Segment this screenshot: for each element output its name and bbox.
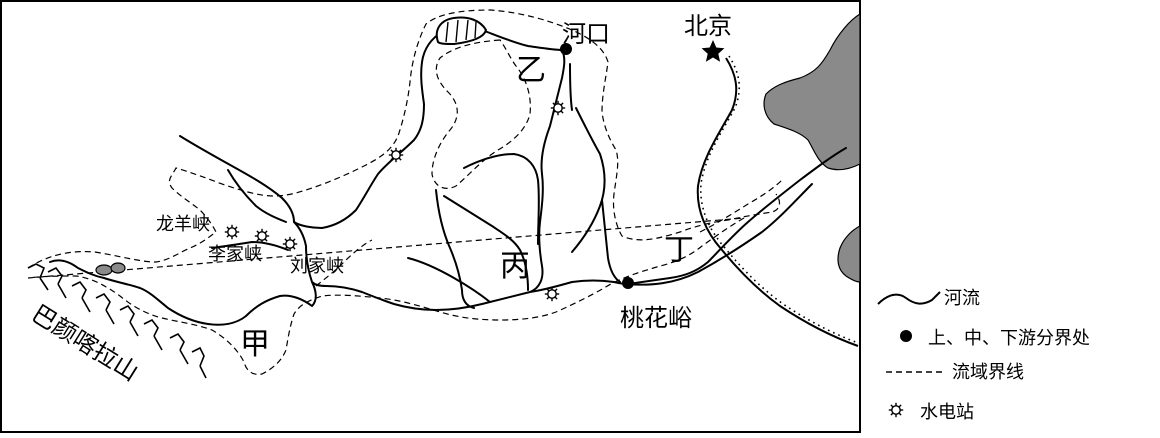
bayankala-mountain-symbols [27,263,207,379]
legend: 河流 上、中、下游分界处 流域界线 水电站 [877,288,1090,423]
label-longyangxia: 龙羊峡 [156,214,210,235]
main-river [49,26,847,326]
gear-icon [888,402,904,418]
legend-basin-label: 流域界线 [952,362,1024,383]
basin-boundary-inner [315,239,373,287]
hydro-station-wanjiazhai [550,100,566,116]
star-icon [701,40,725,62]
sea-yellow-sea [837,225,861,283]
label-lijiaxia: 李家峡 [208,244,262,265]
hydro-station-lijiaxia [254,228,270,244]
basin-boundary [27,9,781,269]
basin-inner-loop [431,39,531,189]
basin-eastern-dashes [699,179,783,233]
division-point-taohuayu [622,277,634,289]
hetao-source-lake [435,16,488,46]
division-point-hekou [560,43,572,55]
legend-division-label: 上、中、下游分界处 [928,328,1090,349]
basin-boundary-south [27,217,745,375]
label-jia: 甲 [240,327,270,362]
sea-bohai [763,12,861,171]
label-yi: 乙 [516,53,546,88]
river-mouth-branch [625,183,813,286]
label-beijing: 北京 [684,12,732,40]
label-taohuayu: 桃花峪 [620,304,692,332]
hydro-station-sanmenxia [544,286,560,302]
label-bing: 丙 [500,249,530,284]
label-liujiaxia: 刘家峡 [290,256,344,277]
legend-river-label: 河流 [944,288,980,309]
hydro-station-qingtongxia [388,147,404,163]
tributaries [179,63,621,309]
label-ding: 丁 [664,233,694,268]
coastline [696,57,859,347]
legend-hydro-label: 水电站 [920,402,974,423]
hydro-station-longyangxia [224,224,240,240]
coastline-ticks [699,55,862,345]
label-hekou: 河口 [562,20,610,48]
legend-division-symbol [900,330,912,342]
headwater-lakes [95,262,126,276]
legend-river-symbol [877,291,941,305]
map-frame [0,0,861,433]
hydro-station-liujiaxia [282,236,298,252]
